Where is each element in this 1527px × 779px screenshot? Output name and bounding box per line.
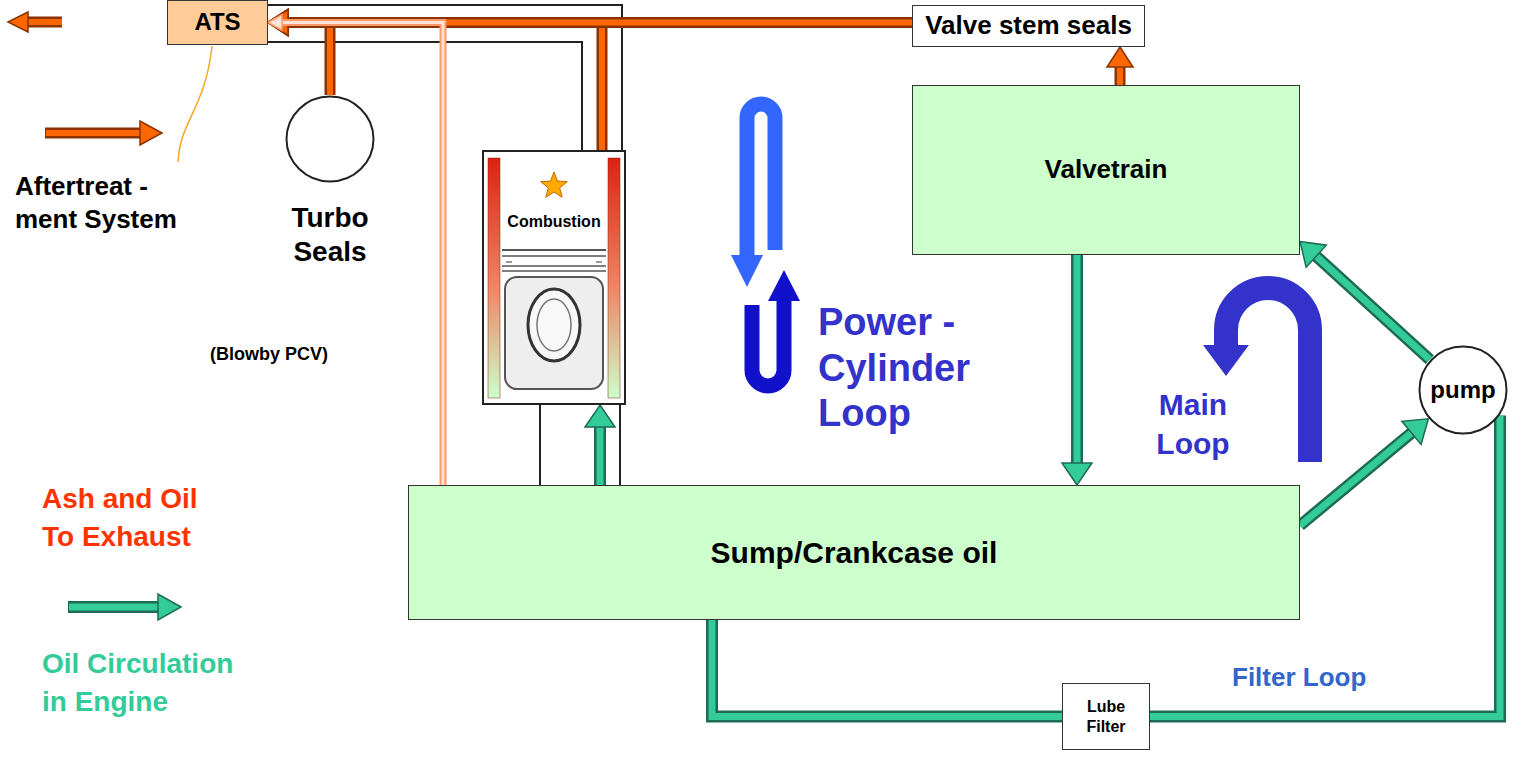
arrow-head	[8, 12, 28, 32]
arrow-shaft	[68, 601, 160, 613]
node-text: pump	[1430, 376, 1495, 405]
connector-fill	[1315, 255, 1430, 360]
node-text: Combustion	[484, 212, 624, 231]
connector-fill	[286, 23, 330, 96]
ring-mark	[506, 262, 512, 263]
piston-ring	[502, 270, 606, 272]
arrow-shaft	[26, 17, 62, 28]
cylinder-illustration	[483, 151, 625, 404]
arrow-head	[268, 15, 282, 31]
circle-shape	[1420, 347, 1507, 434]
connecting-rod	[528, 289, 580, 361]
circle-outline	[285, 95, 375, 183]
connector	[1107, 47, 1133, 85]
connector-fill	[1300, 432, 1413, 526]
legend-sample-arrow	[45, 121, 162, 145]
connector	[1062, 255, 1092, 485]
arrow-head	[768, 270, 800, 301]
aftertreatment-box: ATS	[167, 0, 268, 45]
loop-label: Filter Loop	[1232, 662, 1402, 693]
connector-outline	[286, 23, 330, 96]
connector-fill	[1117, 65, 1123, 85]
node-text: Valve stem seals	[925, 10, 1132, 41]
power-cylinder-loop-arrows	[731, 104, 800, 386]
lube-filter-box: Lube Filter	[1062, 683, 1150, 750]
legend-sample-arrow	[68, 594, 181, 620]
cylinder-neck	[539, 405, 541, 485]
connector-outline	[712, 620, 1062, 717]
valve-stem-seals-box: Valve stem seals	[912, 5, 1145, 47]
legend-text: Ash and Oil To Exhaust	[42, 480, 232, 556]
piston-crown	[502, 255, 606, 257]
connector	[1300, 419, 1428, 526]
loop-arrow	[752, 300, 784, 386]
piston-ring	[502, 265, 606, 267]
cylinder-label-holder: Combustion	[484, 212, 624, 231]
turbo-label-holder: Turbo Seals	[275, 201, 385, 268]
connector-outline	[1300, 432, 1413, 526]
arrow-head	[585, 405, 615, 427]
pump-circle: pump	[1418, 345, 1508, 435]
loop-arrow	[747, 104, 775, 256]
loop-arrow	[1226, 288, 1310, 462]
arrow-head	[731, 255, 763, 287]
arrow-shaft	[26, 19, 62, 25]
connector	[268, 15, 443, 486]
sump-box: Sump/Crankcase oil	[408, 485, 1300, 620]
connector-outline	[1071, 255, 1083, 465]
arrow-head	[1062, 463, 1092, 485]
node-text: Sump/Crankcase oil	[711, 535, 998, 571]
arrow-head	[158, 594, 181, 620]
circle-shape	[287, 97, 374, 182]
loop-label: Power - Cylinder Loop	[818, 300, 993, 437]
arrow-shaft	[46, 130, 142, 136]
cylinder-wall	[488, 158, 500, 398]
arrow-head	[1107, 47, 1133, 67]
leader-line	[178, 46, 212, 162]
valvetrain-box: Valvetrain	[912, 85, 1300, 255]
turbo-circle	[285, 95, 375, 183]
cylinder-neck	[619, 405, 621, 485]
connector-outline	[1115, 65, 1126, 85]
connector	[1300, 241, 1430, 359]
piston-crown	[502, 249, 606, 251]
connector-fill	[1074, 255, 1081, 465]
cylinder-ground	[483, 151, 625, 404]
exhaust-exit-arrow	[8, 12, 62, 32]
legend-text: Oil Circulation in Engine	[42, 645, 257, 721]
connector-outline	[594, 425, 606, 485]
node-text: Lube Filter	[1075, 697, 1137, 735]
arrow-shaft	[69, 604, 160, 611]
connector-fill	[597, 425, 604, 485]
arrow-head	[140, 121, 162, 145]
piston-body	[505, 277, 603, 389]
node-text: Turbo Seals	[275, 201, 385, 268]
connector-fill	[712, 620, 1062, 717]
turbo-seals-circle: Turbo Seals	[265, 95, 395, 290]
combustion-star	[541, 172, 568, 197]
cylinder-wall	[608, 158, 620, 398]
arrow-shaft	[45, 128, 142, 139]
cylinder-box: Combustion	[482, 150, 626, 405]
arrow-head	[1203, 345, 1249, 376]
connector	[585, 405, 615, 485]
ring-mark	[596, 262, 602, 263]
node-text: ATS	[194, 8, 240, 37]
callout-label: Aftertreat - ment System	[15, 170, 190, 235]
connector	[712, 620, 1062, 717]
connector-outline	[1315, 255, 1430, 360]
node-text: Valvetrain	[1045, 154, 1168, 185]
connector-label: (Blowby PCV)	[208, 343, 330, 366]
arrow-head	[1402, 419, 1429, 445]
loop-label: Main Loop	[1148, 385, 1238, 463]
arrow-head	[1300, 241, 1326, 267]
connecting-rod	[537, 299, 571, 351]
